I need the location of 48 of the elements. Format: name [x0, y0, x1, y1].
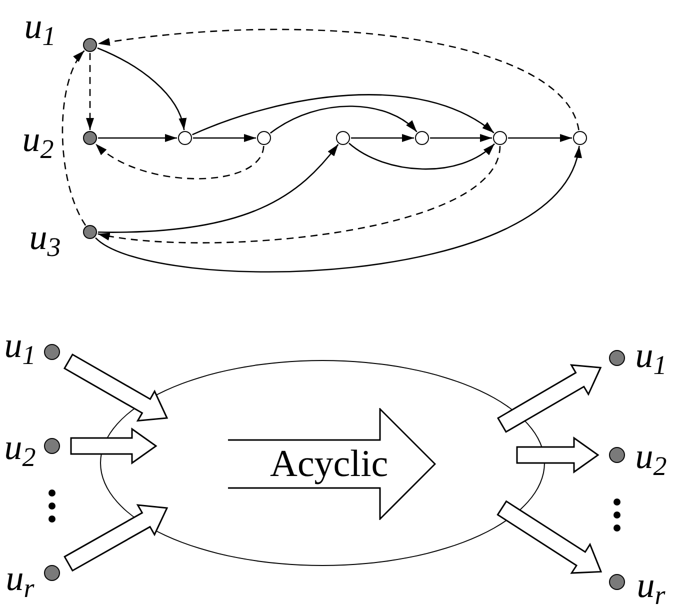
vertex-label: u$_{r}$ — [6, 558, 34, 598]
arrow — [270, 106, 418, 134]
filled-vertex — [609, 350, 625, 366]
dashed-arrow — [62, 50, 86, 226]
filled-vertex — [44, 565, 60, 581]
dashed-arrow — [86, 53, 94, 130]
vertex-label: u$_{2}$ — [4, 427, 36, 467]
vertex-label: u$_{r}$ — [636, 565, 666, 605]
open-vertex — [178, 131, 192, 145]
vertex-label: u$_{3}$ — [29, 217, 61, 257]
filled-vertex — [609, 574, 625, 590]
arrow — [351, 134, 414, 142]
arrow — [192, 94, 494, 136]
arrow — [95, 146, 580, 272]
vertex-label: u$_{2}$ — [635, 436, 667, 476]
arrow — [98, 144, 339, 233]
hollow-arrow — [496, 364, 602, 433]
arrow — [348, 142, 495, 170]
arrow — [430, 134, 492, 142]
vertex-label: u$_{2}$ — [22, 119, 54, 159]
dashed-arrow — [95, 143, 264, 180]
vertex-label: u$_{1}$ — [635, 335, 667, 375]
arrow — [193, 134, 256, 142]
hollow-arrow — [516, 436, 600, 474]
block-arrow — [228, 408, 436, 520]
arrow — [508, 134, 572, 142]
dashed-arrow — [98, 146, 501, 244]
hollow-arrow — [496, 500, 602, 574]
arrow — [98, 134, 177, 142]
filled-vertex — [44, 438, 60, 454]
vertex-label: u$_{1}$ — [24, 6, 56, 46]
open-vertex — [493, 131, 507, 145]
filled-vertex — [609, 447, 625, 463]
hollow-arrow — [70, 428, 158, 464]
open-vertex — [573, 131, 587, 145]
open-vertex — [415, 131, 429, 145]
filled-vertex — [83, 131, 97, 145]
open-vertex — [257, 131, 271, 145]
filled-vertex — [83, 225, 97, 239]
vertex-label: u$_{1}$ — [4, 325, 36, 365]
arrow-label: Acyclic — [269, 442, 390, 487]
dashed-arrow — [98, 28, 580, 130]
filled-vertex — [83, 38, 97, 52]
arrow — [97, 47, 186, 130]
hollow-arrow — [64, 504, 168, 572]
open-vertex — [336, 131, 350, 145]
hollow-arrow — [63, 353, 168, 422]
filled-vertex — [44, 344, 60, 360]
